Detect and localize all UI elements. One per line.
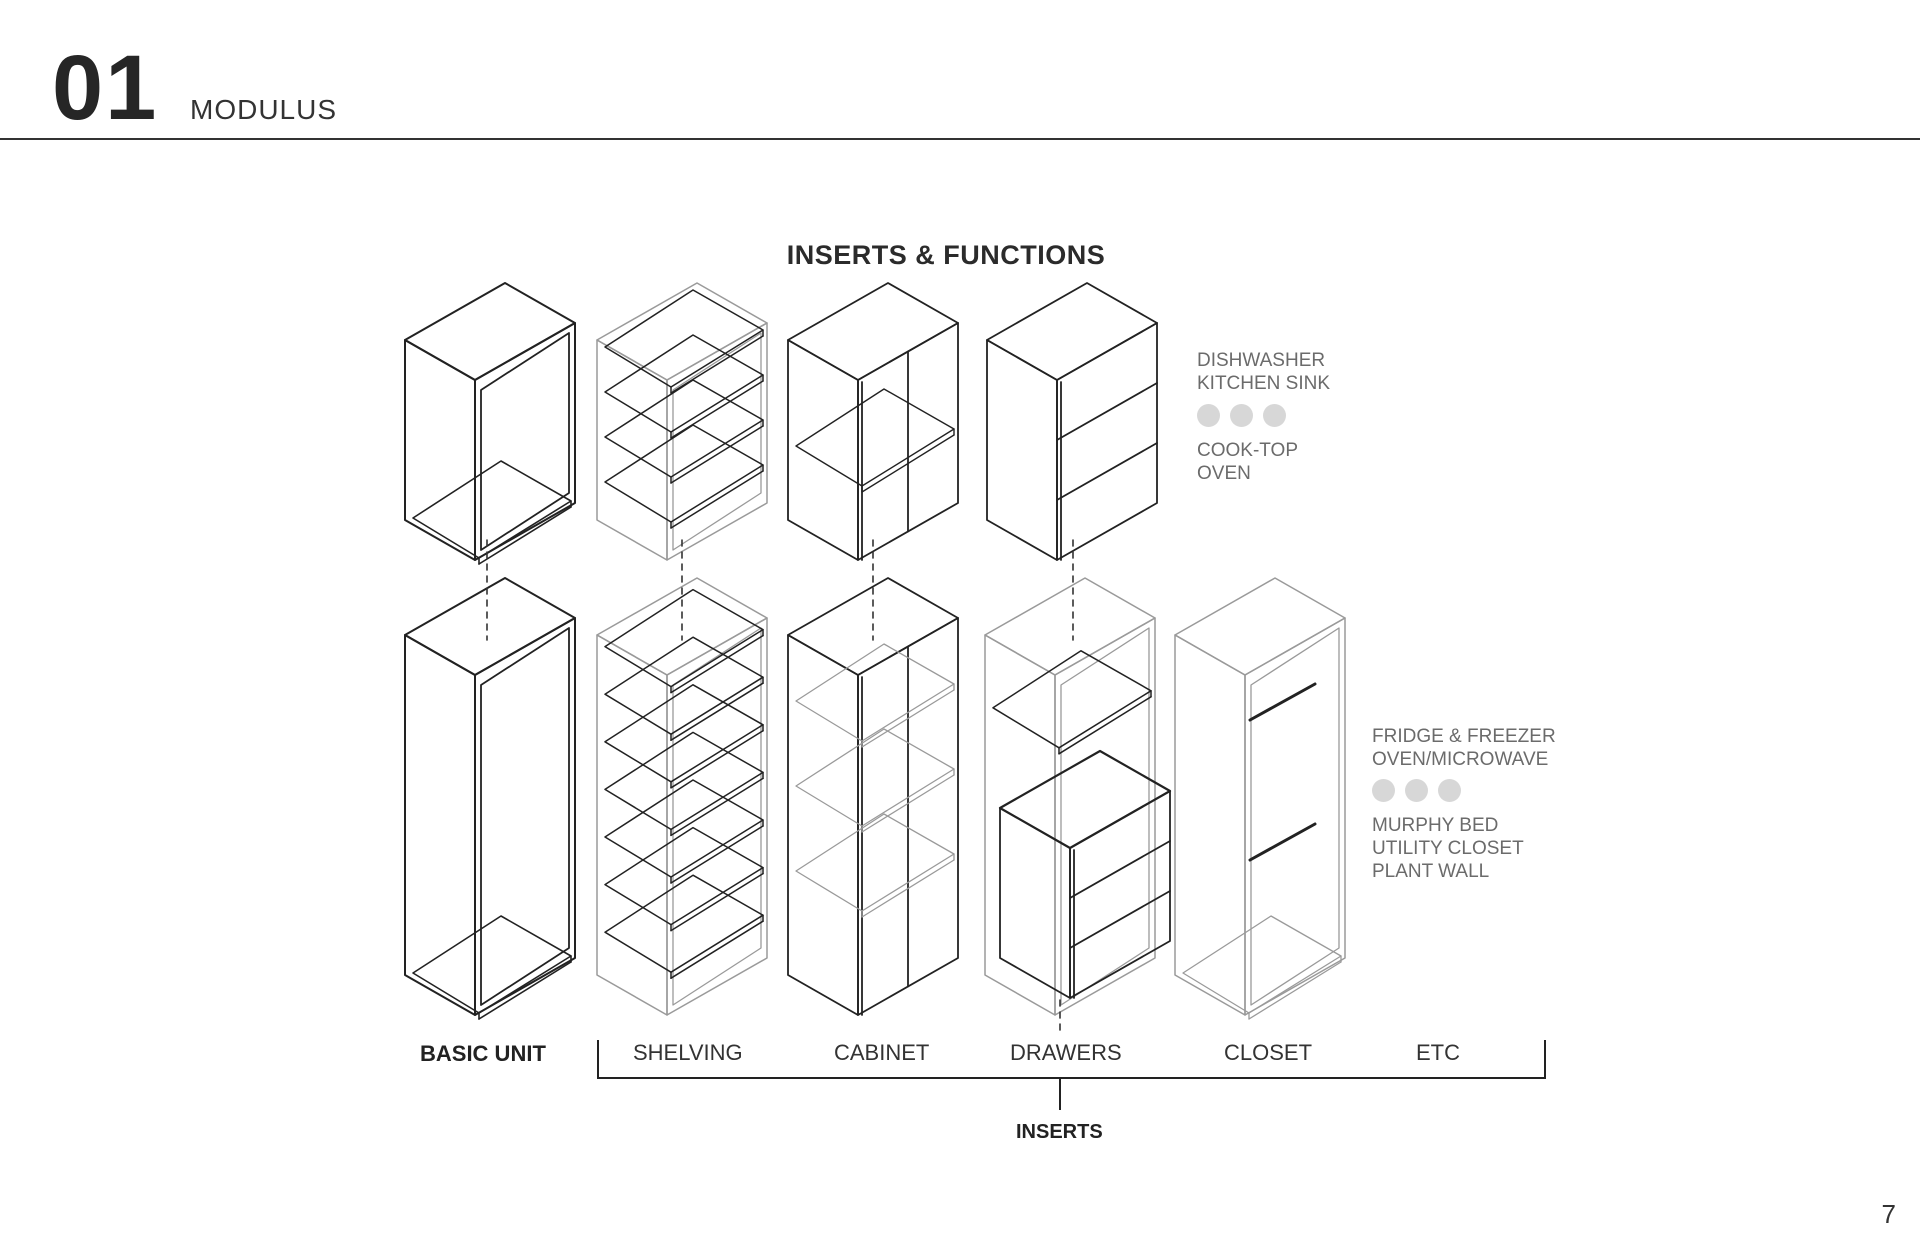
section-title: MODULUS — [190, 94, 338, 125]
shelving-short — [596, 282, 768, 561]
section-number: 01 — [52, 37, 159, 139]
rating-dots-top — [1197, 404, 1286, 427]
cabinet-tall — [787, 577, 959, 1016]
dot — [1372, 779, 1395, 802]
dot — [1438, 779, 1461, 802]
closet-tall — [1174, 577, 1346, 1020]
label-inserts: INSERTS — [1016, 1121, 1103, 1143]
label-closet: CLOSET — [1224, 1040, 1313, 1065]
note-tall-after: MURPHY BED UTILITY CLOSET PLANT WALL — [1372, 815, 1524, 882]
inserts-bracket — [597, 1040, 1546, 1110]
drawers-short — [986, 282, 1158, 561]
basic-unit-tall — [404, 577, 576, 1020]
label-etc: ETC — [1416, 1040, 1460, 1065]
note-tall-before: FRIDGE & FREEZER OVEN/MICROWAVE — [1372, 726, 1556, 770]
rating-dots-tall — [1372, 779, 1461, 802]
dot — [1230, 404, 1253, 427]
dot — [1263, 404, 1286, 427]
label-cabinet: CABINET — [834, 1040, 930, 1065]
dot — [1405, 779, 1428, 802]
header-rule — [0, 138, 1920, 140]
basic-unit-short — [404, 282, 576, 565]
note-top-before: DISHWASHER KITCHEN SINK — [1197, 350, 1331, 394]
label-basic-unit: BASIC UNIT — [420, 1041, 546, 1066]
label-drawers: DRAWERS — [1010, 1040, 1122, 1065]
note-top-after: COOK-TOP OVEN — [1197, 440, 1298, 484]
cabinet-short — [787, 282, 959, 561]
shelving-tall — [596, 577, 768, 1016]
dot — [1197, 404, 1220, 427]
page-number: 7 — [1881, 1199, 1896, 1229]
label-shelving: SHELVING — [633, 1040, 743, 1065]
diagram-title: INSERTS & FUNCTIONS — [786, 240, 1106, 270]
drawers-tall — [984, 577, 1172, 1016]
